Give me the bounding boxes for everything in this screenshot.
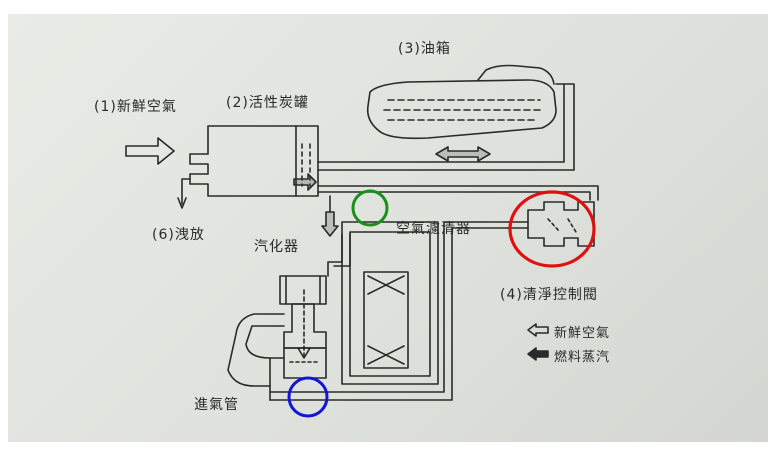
label-release: (6)洩放 [152, 227, 205, 243]
release-outlet [181, 178, 191, 205]
tank-vent-line [317, 83, 575, 171]
canister-hatch-arrow [293, 173, 317, 191]
legend-fuel-vapor-label: 燃料蒸汽 [554, 350, 611, 365]
air-filter-housing [341, 221, 439, 385]
label-intake: 進氣管 [194, 397, 239, 413]
intake-manifold [227, 313, 285, 387]
purge-line [317, 185, 599, 201]
legend-fuel-vapor-arrow [527, 347, 549, 361]
label-fuel-tank: (3)油箱 [398, 41, 451, 57]
fresh-air-arrow [125, 137, 175, 165]
blue-highlight-circle [287, 376, 329, 418]
canister-body [189, 125, 319, 197]
evap-system-diagram [125, 64, 599, 418]
canister-down-arrow [321, 211, 339, 237]
intake-return-line [269, 221, 509, 393]
purge-valve-body [527, 201, 595, 247]
paper-sheet: (1)新鮮空氣 (2)活性炭罐 (3)油箱 (4)清淨控制閥 (6)洩放 汽化器… [8, 14, 768, 442]
red-highlight-circle [508, 190, 596, 268]
carburetor-top [279, 275, 327, 305]
green-highlight-circle [351, 189, 389, 227]
label-air-filter: 空氣濾清器 [396, 221, 471, 237]
air-filter-element [363, 271, 409, 369]
tank-vapor-arrow [435, 146, 491, 162]
label-fresh-air: (1)新鮮空氣 [94, 99, 177, 115]
label-carburetor: 汽化器 [254, 239, 299, 255]
carburetor-bowl [283, 347, 327, 379]
fuel-tank [366, 79, 557, 140]
label-canister: (2)活性炭罐 [226, 95, 309, 111]
carburetor-body [283, 303, 327, 349]
legend-fresh-air-arrow [527, 323, 549, 337]
legend-fresh-air-label: 新鮮空氣 [554, 326, 611, 341]
label-purge-valve: (4)清淨控制閥 [500, 287, 598, 303]
